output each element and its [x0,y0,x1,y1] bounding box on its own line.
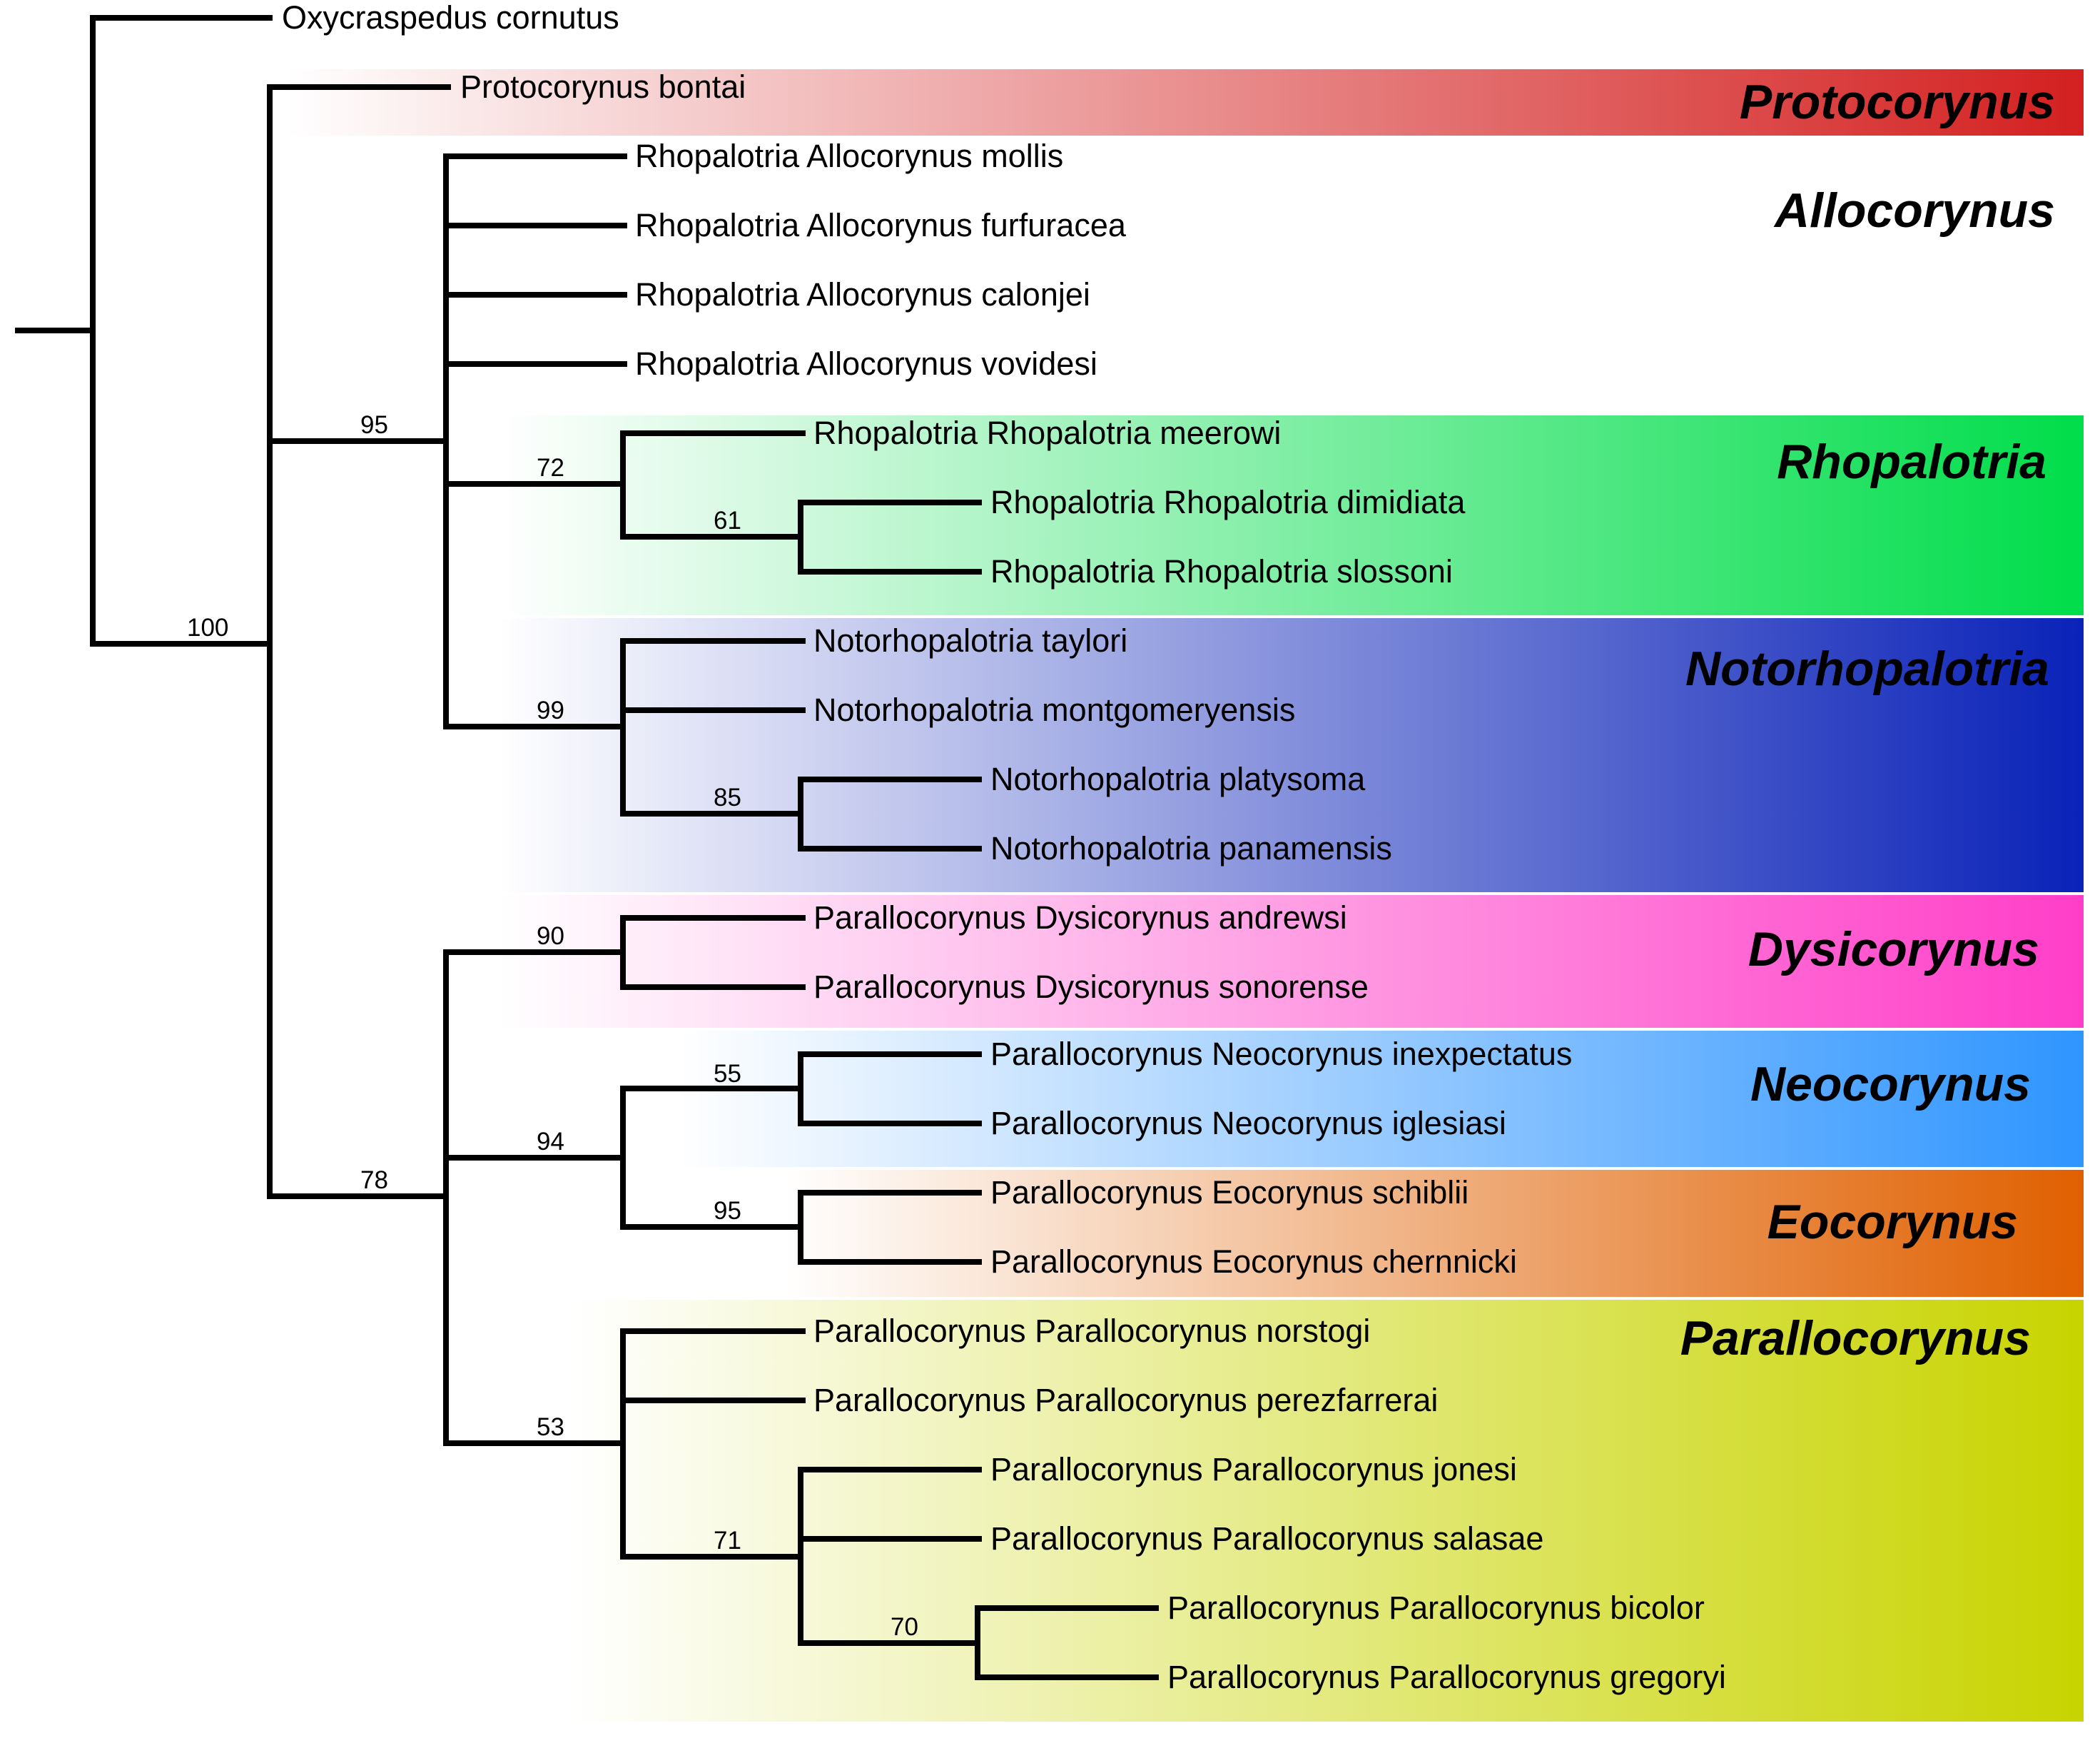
clade-label-notorhopalotria: Notorhopalotria [1685,642,2049,696]
clade-label-eocorynus: Eocorynus [1767,1195,2018,1249]
taxon-label: Parallocorynus Neocorynus iglesiasi [990,1105,1506,1141]
taxon-label: Parallocorynus Parallocorynus jonesi [990,1451,1517,1487]
clade-label-protocorynus: Protocorynus [1740,75,2055,129]
taxon-label: Rhopalotria Allocorynus mollis [635,138,1063,174]
taxon-label: Parallocorynus Parallocorynus perezfarre… [813,1382,1438,1418]
support-value: 55 [714,1060,741,1088]
taxon-labels: Oxycraspedus cornutus Protocorynus bonta… [282,0,1726,1695]
taxon-label: Protocorynus bontai [460,69,746,105]
taxon-label: Rhopalotria Rhopalotria meerowi [813,415,1281,451]
support-value: 70 [891,1613,918,1641]
taxon-label: Rhopalotria Rhopalotria slossoni [990,553,1453,590]
clade-bands [285,69,2084,1722]
taxon-label: Rhopalotria Allocorynus vovidesi [635,345,1097,382]
taxon-label: Rhopalotria Allocorynus furfuracea [635,207,1127,243]
support-value: 53 [537,1413,564,1441]
taxon-label: Parallocorynus Parallocorynus gregoryi [1167,1659,1726,1695]
support-values: 100 95 72 61 99 85 78 90 94 55 95 53 71 … [187,411,918,1641]
clade-band-parallocorynus [571,1300,2084,1722]
support-value: 78 [360,1166,388,1194]
taxon-label: Parallocorynus Neocorynus inexpectatus [990,1036,1572,1072]
taxon-label: Notorhopalotria platysoma [990,761,1366,797]
taxon-label: Parallocorynus Parallocorynus norstogi [813,1313,1370,1349]
support-value: 95 [714,1197,741,1225]
clade-label-dysicorynus: Dysicorynus [1748,922,2039,976]
tree-branches [15,15,1159,1680]
support-value: 85 [714,784,741,812]
support-value: 100 [187,614,228,642]
support-value: 94 [537,1128,564,1156]
taxon-label: Notorhopalotria montgomeryensis [813,692,1295,728]
support-value: 61 [714,507,741,535]
taxon-label: Parallocorynus Dysicorynus andrewsi [813,899,1347,936]
clade-label-allocorynus: Allocorynus [1773,183,2055,238]
support-value: 95 [360,411,388,439]
taxon-label: Notorhopalotria panamensis [990,830,1392,867]
support-value: 71 [714,1527,741,1555]
clade-band-protocorynus [285,69,2084,136]
support-value: 72 [537,454,564,482]
support-value: 90 [537,922,564,950]
taxon-label: Oxycraspedus cornutus [282,0,619,36]
taxon-label: Parallocorynus Dysicorynus sonorense [813,969,1369,1005]
taxon-label: Parallocorynus Parallocorynus salasae [990,1520,1543,1557]
clade-band-rhopalotria [499,415,2084,615]
taxon-label: Rhopalotria Allocorynus calonjei [635,276,1090,313]
taxon-label: Parallocorynus Eocorynus schiblii [990,1174,1469,1211]
clade-band-notorhopalotria [499,618,2084,892]
taxon-label: Parallocorynus Eocorynus chernnicki [990,1243,1517,1280]
clade-label-neocorynus: Neocorynus [1750,1057,2031,1111]
clade-labels: Protocorynus Allocorynus Rhopalotria Not… [1680,75,2055,1365]
clade-band-eocorynus [785,1170,2084,1297]
taxon-label: Parallocorynus Parallocorynus bicolor [1167,1590,1705,1626]
clade-label-parallocorynus: Parallocorynus [1680,1311,2031,1365]
taxon-label: Rhopalotria Rhopalotria dimidiata [990,484,1466,520]
clade-label-rhopalotria: Rhopalotria [1777,435,2046,489]
taxon-label: Notorhopalotria taylori [813,622,1127,659]
support-value: 99 [537,697,564,724]
